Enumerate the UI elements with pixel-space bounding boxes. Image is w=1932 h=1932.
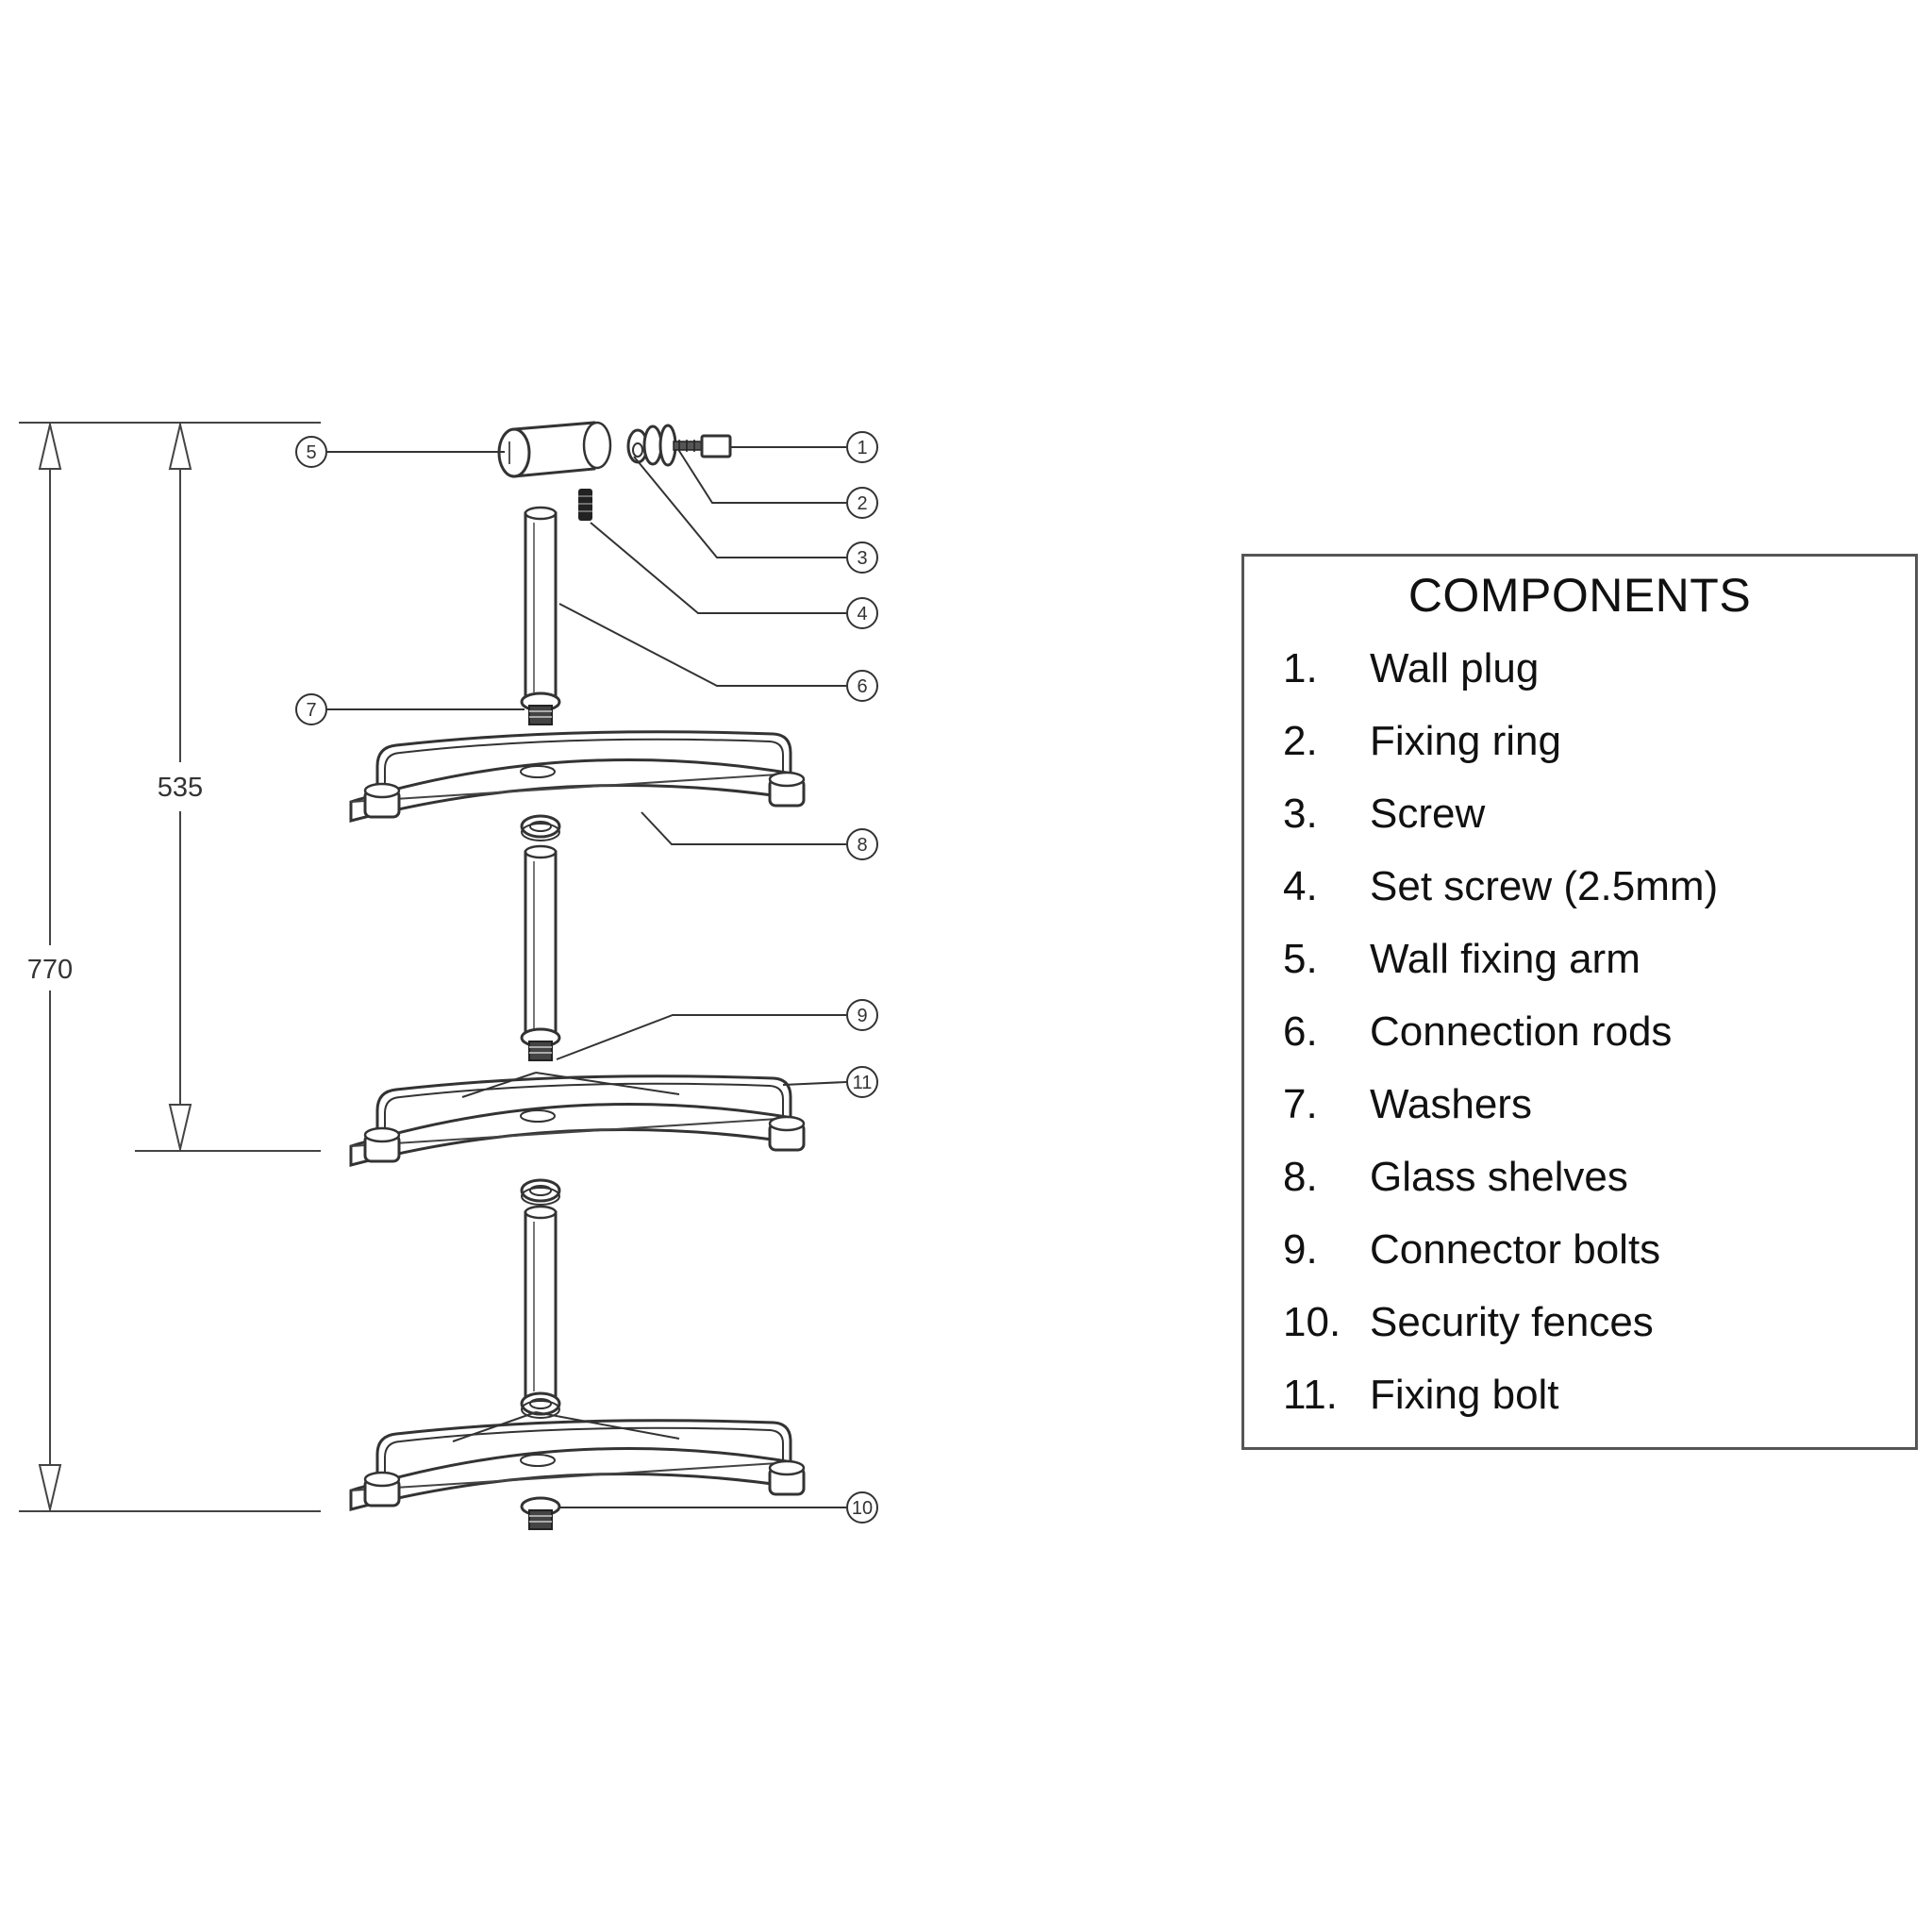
shelf-bracket-arms (452, 1072, 680, 1442)
connection-rod (524, 1205, 558, 1403)
callout-marker: 6 (846, 670, 878, 702)
component-label: Screw (1370, 790, 1486, 837)
washer-bolt (520, 1027, 561, 1062)
callout-marker: 2 (846, 487, 878, 519)
callout-circle (846, 1491, 878, 1524)
bottom-bolt (520, 1496, 561, 1531)
component-item: 7. Washers (1283, 1068, 1718, 1141)
leader-lines (326, 446, 847, 1508)
set-screw (578, 489, 592, 521)
callout-number: 6 (857, 676, 867, 697)
callout-number: 8 (857, 835, 867, 856)
components-legend: COMPONENTS 1. Wall plug 2. Fixing ring 3. S… (1241, 554, 1918, 1450)
glass-shelf-bottom (349, 1419, 806, 1511)
glass-shelf-middle (349, 1074, 806, 1167)
callout-marker: 8 (846, 828, 878, 860)
component-list: 1. Wall plug 2. Fixing ring 3. Screw 4. Set … (1283, 632, 1718, 1431)
component-number: 9. (1283, 1225, 1318, 1273)
callout-circle (846, 541, 878, 574)
component-label: Washers (1370, 1080, 1532, 1127)
callout-number: 4 (857, 604, 867, 625)
component-number: 11. (1283, 1371, 1338, 1418)
washer (520, 814, 561, 842)
callout-number: 7 (306, 700, 316, 721)
component-item: 5. Wall fixing arm (1283, 923, 1718, 995)
component-item: 4. Set screw (2.5mm) (1283, 850, 1718, 923)
washer (520, 1391, 561, 1420)
component-item: 8. Glass shelves (1283, 1141, 1718, 1213)
component-label: Fixing bolt (1370, 1371, 1559, 1418)
callout-number: 10 (852, 1498, 873, 1519)
legend-title: COMPONENTS (1407, 569, 1752, 622)
callout-number: 1 (857, 438, 867, 458)
callout-number: 3 (857, 548, 867, 569)
callout-circle (846, 999, 878, 1031)
component-label: Fixing ring (1370, 717, 1561, 764)
component-number: 6. (1283, 1008, 1318, 1055)
connection-rod (524, 844, 558, 1042)
component-number: 3. (1283, 790, 1318, 837)
callout-marker: 4 (846, 597, 878, 629)
wall-fixing-arm (497, 421, 612, 478)
callout-marker: 11 (846, 1066, 878, 1098)
callout-number: 9 (857, 1006, 867, 1026)
callout-circle (846, 828, 878, 860)
callout-circle (295, 693, 327, 725)
overall-height-dimension (38, 423, 62, 1511)
callout-circle (846, 1066, 878, 1098)
upper-height-dimension (168, 423, 192, 1151)
callout-number: 2 (857, 493, 867, 514)
callout-circle (846, 670, 878, 702)
upper-height-label: 535 (158, 773, 203, 803)
component-label: Set screw (2.5mm) (1370, 862, 1719, 909)
callout-marker: 3 (846, 541, 878, 574)
callout-markers: 1 2 3 4 5 6 7 8 9 11 10 (295, 431, 878, 1524)
component-item: 11. Fixing bolt (1283, 1358, 1718, 1431)
callout-marker: 1 (846, 431, 878, 463)
callout-circle (846, 597, 878, 629)
component-number: 5. (1283, 935, 1318, 982)
component-number: 7. (1283, 1080, 1318, 1127)
component-item: 2. Fixing ring (1283, 705, 1718, 777)
callout-circle (295, 436, 327, 468)
callout-marker: 9 (846, 999, 878, 1031)
washer (520, 1178, 561, 1207)
component-number: 2. (1283, 717, 1318, 764)
callout-marker: 10 (846, 1491, 878, 1524)
component-item: 6. Connection rods (1283, 995, 1718, 1068)
dimension-lines: 770 535 (19, 422, 321, 1512)
component-label: Security fences (1370, 1298, 1654, 1345)
component-label: Connector bolts (1370, 1225, 1661, 1273)
component-label: Connection rods (1370, 1008, 1673, 1055)
washer-bolt (520, 691, 561, 726)
callout-marker: 7 (295, 693, 327, 725)
component-label: Wall plug (1370, 644, 1540, 691)
component-label: Wall fixing arm (1370, 935, 1641, 982)
glass-shelf-top (349, 730, 806, 823)
component-number: 8. (1283, 1153, 1318, 1200)
component-number: 10. (1283, 1298, 1341, 1345)
overall-height-label: 770 (27, 955, 73, 985)
callout-marker: 5 (295, 436, 327, 468)
component-label: Glass shelves (1370, 1153, 1628, 1200)
component-item: 10. Security fences (1283, 1286, 1718, 1358)
component-number: 1. (1283, 644, 1318, 691)
component-item: 3. Screw (1283, 777, 1718, 850)
callout-number: 5 (306, 442, 316, 463)
callout-circle (846, 431, 878, 463)
component-number: 4. (1283, 862, 1318, 909)
component-item: 9. Connector bolts (1283, 1213, 1718, 1286)
connection-rod (524, 506, 558, 704)
callout-number: 11 (853, 1073, 873, 1093)
wall-plug-and-fixing-ring (626, 424, 732, 467)
component-item: 1. Wall plug (1283, 632, 1718, 705)
callout-circle (846, 487, 878, 519)
